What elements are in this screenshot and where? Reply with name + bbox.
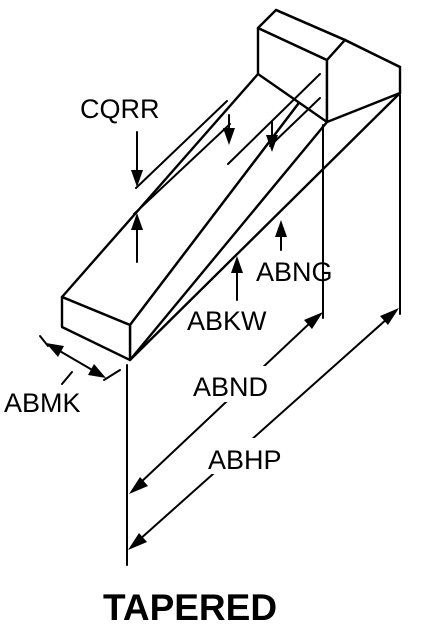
drawing-caption: TAPERED (103, 587, 277, 628)
extension-lines (39, 94, 401, 566)
arrowhead-icon (223, 128, 235, 145)
arrowhead-icon (275, 220, 287, 237)
groove-line (135, 100, 228, 189)
leader-line (61, 371, 73, 385)
tapered-block-body (60, 8, 402, 362)
head-right-face (325, 38, 402, 124)
arrowhead-icon (129, 477, 148, 494)
dimension-abmk: ABMK (4, 343, 106, 418)
arrowhead-icon (46, 343, 64, 357)
arrowhead-icon (266, 135, 278, 152)
label-mask (189, 366, 285, 402)
label-abkw: ABKW (187, 306, 267, 336)
dimension-cqrr: CQRR (80, 94, 160, 263)
arrowhead-icon (131, 170, 143, 187)
arrowhead-icon (231, 256, 243, 273)
label-mask (205, 438, 297, 474)
label-abng: ABNG (256, 257, 333, 287)
extension-line (103, 369, 121, 381)
label-abhp: ABHP (208, 445, 282, 475)
head-ridge-line (274, 8, 347, 42)
dimension-abnd: ABND (129, 312, 323, 494)
arrowhead-icon (88, 364, 106, 378)
arrowhead-icon (380, 308, 399, 325)
arrowhead-icon (304, 312, 323, 329)
dimension-abng: ABNG (256, 220, 333, 287)
dimension-groove-depth (223, 114, 278, 152)
dimension-line (138, 317, 389, 541)
label-cqrr: CQRR (80, 94, 160, 124)
groove-line (227, 73, 321, 165)
label-abnd: ABND (193, 372, 268, 402)
groove-line (269, 97, 321, 147)
dimension-abkw: ABKW (187, 256, 267, 336)
extension-line (39, 335, 49, 347)
dimension-abhp: ABHP (128, 308, 399, 550)
groove-line (133, 123, 231, 215)
dimension-line (138, 321, 312, 485)
head-ridge-line (343, 38, 402, 69)
arrowhead-icon (131, 213, 143, 230)
dimension-line (57, 349, 95, 372)
block-bottom-edge (128, 91, 402, 362)
label-abmk: ABMK (4, 388, 81, 418)
arrowhead-icon (128, 533, 147, 550)
